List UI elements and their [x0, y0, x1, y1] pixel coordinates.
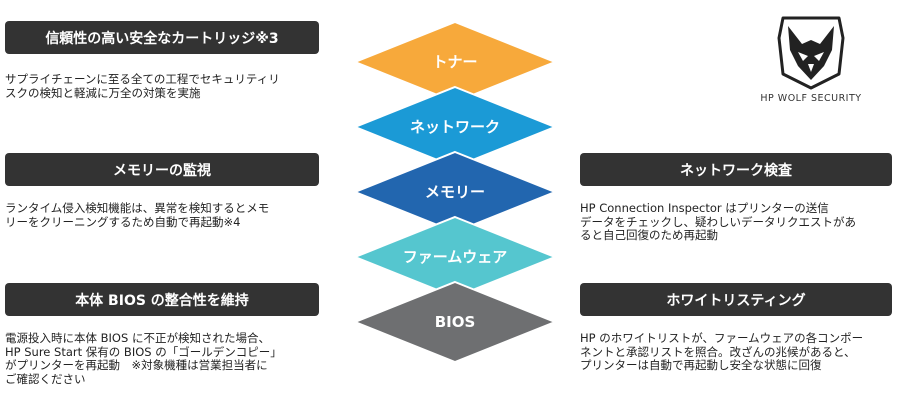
memory-layer-label: メモリー: [425, 183, 485, 201]
bios-layer-shape: [352, 280, 558, 364]
toner-layer-label: トナー: [432, 53, 477, 71]
memory-layer: メモリー: [352, 150, 558, 234]
network-inspection-title: ネットワーク検査: [580, 153, 892, 186]
whitelisting-description: HP のホワイトリストが、ファームウェアの各コンポー ネントと承認リストを照合。…: [580, 331, 864, 372]
network-layer-label: ネットワーク: [410, 118, 500, 136]
firmware-layer-label: ファームウェア: [403, 248, 508, 266]
memory-monitoring-title: メモリーの監視: [5, 153, 319, 186]
cartridge-security-title: 信頼性の高い安全なカートリッジ※3: [5, 21, 319, 54]
bios-integrity-title: 本体 BIOS の整合性を維持: [5, 283, 319, 316]
whitelisting-title: ホワイトリスティング: [580, 283, 892, 316]
cartridge-security-description: サプライチェーンに至る全ての工程でセキュリティリ スクの検知と軽減に万全の対策を…: [5, 72, 280, 100]
firmware-layer: ファームウェア: [352, 215, 558, 299]
network-inspection-description: HP Connection Inspector はプリンターの送信 データをチェ…: [580, 201, 856, 242]
bios-layer-label: BIOS: [435, 313, 476, 331]
wolf-logo-icon: [777, 16, 845, 90]
hp-wolf-security-logo: HP WOLF SECURITY: [736, 14, 886, 114]
memory-monitoring-description: ランタイム侵入検知機能は、異常を検知するとメモ リーをクリーニングするため自動で…: [5, 201, 270, 229]
bios-integrity-description: 電源投入時に本体 BIOS に不正が検知された場合、 HP Sure Start…: [5, 331, 282, 386]
logo-caption: HP WOLF SECURITY: [760, 93, 862, 104]
bios-layer: BIOS: [352, 280, 558, 364]
